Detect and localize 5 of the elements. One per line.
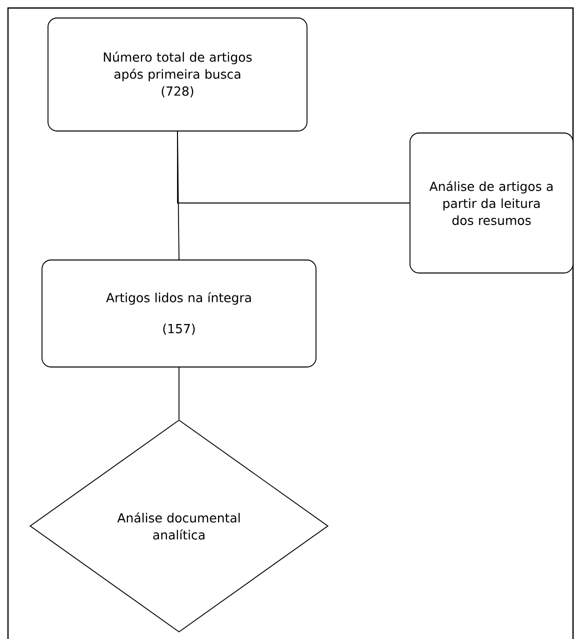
connector-line	[177, 131, 410, 204]
connector-line	[178, 367, 180, 420]
process-box: Análise de artigos a partir da leitura dos resumos	[410, 132, 574, 274]
process-box: Número total de artigos após primeira busca (728)	[48, 18, 308, 132]
process-box: Artigos lidos na íntegra (157)	[42, 260, 316, 368]
